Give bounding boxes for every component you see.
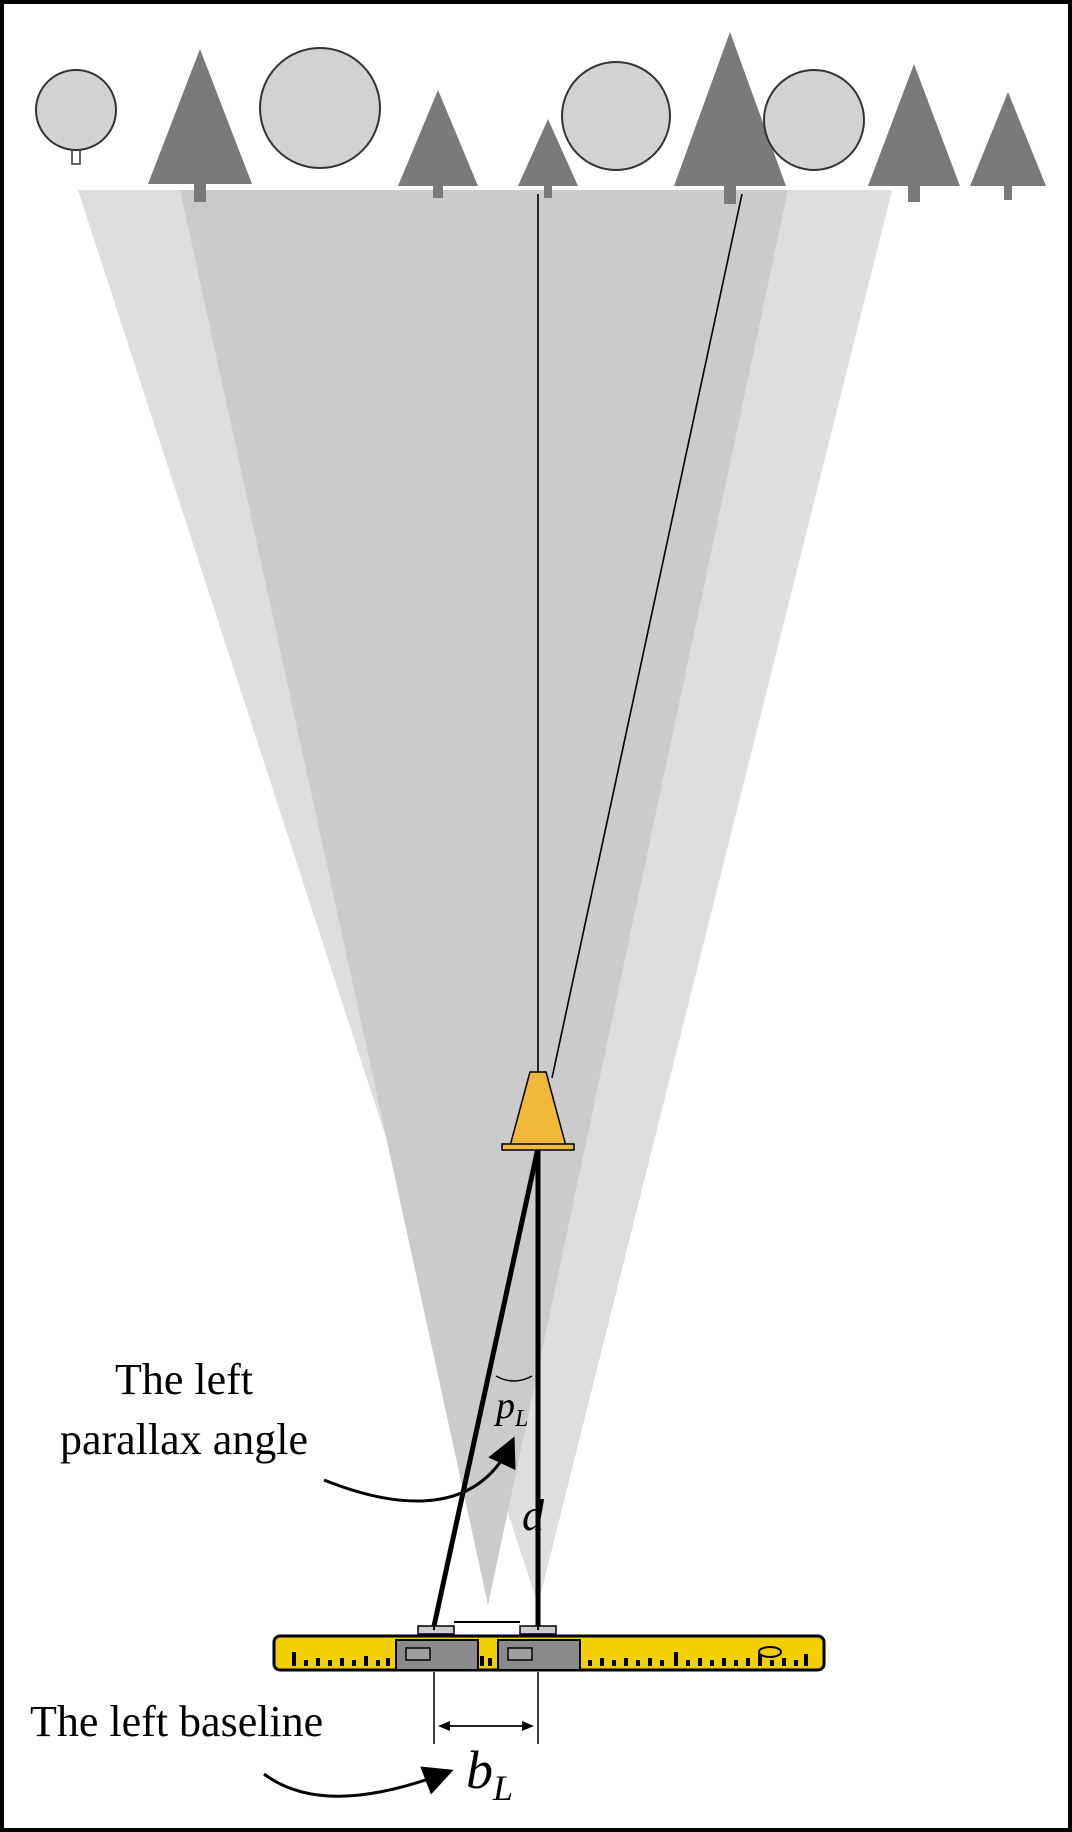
evergreen-tree-icon [674,32,786,204]
sightline-left-to-background [551,193,743,1079]
baseline-symbol: bL [466,1740,513,1808]
left-eye-sightline [431,1147,541,1627]
left-baseline-label: The left baseline [30,1697,323,1746]
parallax-angle-arc [495,1375,533,1382]
parallax-angle-arrow [323,1436,516,1503]
baseline-arrow [263,1766,454,1798]
inner-view-cone [180,190,788,1605]
tree-line [35,32,1046,204]
deciduous-tree-icon [561,61,671,171]
evergreen-tree-icon [148,49,252,202]
left-parallax-angle-label-line2: parallax angle [60,1415,308,1464]
evergreen-tree-icon [868,64,960,202]
evergreen-tree-icon [518,119,578,198]
deciduous-tree-icon [35,69,117,165]
deciduous-tree-icon [763,69,865,171]
evergreen-tree-icon [398,90,478,198]
evergreen-tree-icon [970,92,1046,200]
distance-label: d [522,1491,545,1540]
angle-symbol: pL [493,1385,528,1432]
ruler-hole-icon [758,1646,782,1658]
left-parallax-angle-label-line1: The left [115,1355,253,1404]
ruler-icon [272,1621,826,1672]
parallax-diagram: pL d The left parallax angle [30,32,1046,1808]
deciduous-tree-icon [259,47,381,169]
traffic-cone-icon [501,1071,575,1151]
